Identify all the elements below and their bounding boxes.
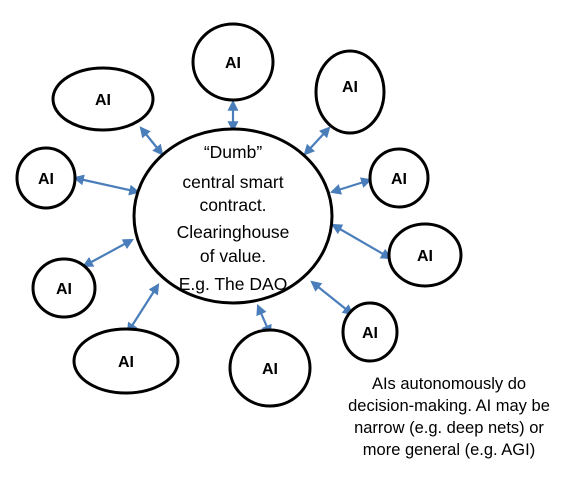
connector-top-right — [303, 126, 331, 156]
ai-node-bottom-left: AI — [72, 327, 180, 395]
central-contract-ellipse — [132, 127, 334, 305]
ai-node-top-right: AI — [314, 49, 386, 135]
ai-node-label: AI — [391, 171, 407, 188]
connector-left-lower — [82, 238, 134, 268]
ai-node-label: AI — [262, 361, 278, 378]
center-line-4: Clearinghouse — [177, 222, 290, 242]
caption-line-3: narrow (e.g. deep nets) or — [354, 419, 544, 437]
connector-top-left — [139, 126, 164, 156]
caption-line-1: AIs autonomously do — [371, 375, 527, 393]
center-line-2: central smart — [182, 172, 283, 192]
connector-right-lower — [310, 280, 354, 316]
center-line-1: “Dumb” — [204, 142, 263, 162]
ai-node-right-middle: AI — [387, 222, 463, 288]
ai-node-left-lower: AI — [31, 257, 97, 319]
connector-bottom-left — [126, 283, 160, 334]
ai-node-right-lower: AI — [341, 301, 399, 363]
connector-right-upper — [329, 177, 373, 195]
ai-node-label: AI — [225, 55, 241, 72]
center-line-3: contract. — [199, 195, 266, 215]
central-contract: “Dumb” central smart contract. Clearingh… — [132, 127, 334, 305]
center-line-6: E.g. The DAO — [179, 274, 288, 294]
caption-line-2: decision-making. AI may be — [348, 397, 550, 415]
ai-node-label: AI — [95, 92, 111, 109]
ai-node-label: AI — [38, 171, 54, 188]
ai-node-left-upper: AI — [15, 146, 77, 210]
ai-node-right-upper: AI — [368, 147, 430, 209]
ai-node-label: AI — [417, 248, 433, 265]
ai-node-label: AI — [56, 281, 72, 298]
connector-right-middle — [331, 223, 392, 260]
center-line-5: of value. — [200, 246, 266, 266]
ai-node-label: AI — [342, 79, 358, 96]
caption-line-4: more general (e.g. AGI) — [362, 441, 536, 459]
caption: AIs autonomously do decision-making. AI … — [318, 373, 580, 461]
connector-left-upper — [72, 174, 141, 196]
ai-node-bottom-center: AI — [228, 328, 312, 408]
ai-node-label: AI — [118, 354, 134, 371]
ai-node-label: AI — [362, 325, 378, 342]
ai-node-top: AI — [191, 22, 275, 102]
ai-node-top-left: AI — [51, 66, 155, 132]
